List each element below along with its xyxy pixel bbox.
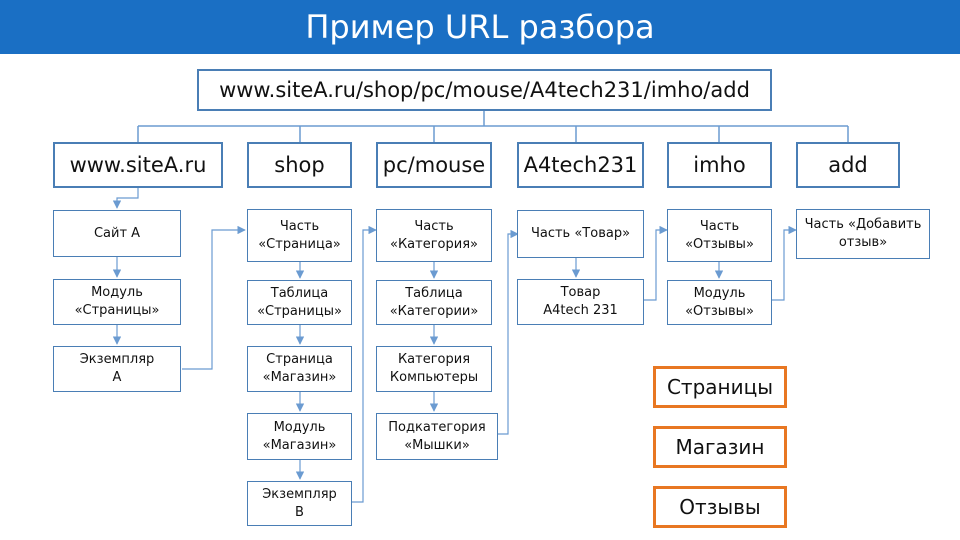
- legend-pages: Страницы: [653, 366, 787, 408]
- cross-col1-to-col2: [182, 225, 246, 370]
- segment-reviews: imho: [667, 142, 772, 188]
- seg1-down-arrow: [112, 188, 139, 209]
- title-bar: Пример URL разбора: [0, 0, 960, 54]
- segment-product: A4tech231: [517, 142, 644, 188]
- segment-shop: shop: [247, 142, 352, 188]
- node-subcategory-mice: Подкатегория «Мышки»: [376, 413, 498, 460]
- segment-domain: www.siteA.ru: [53, 142, 223, 188]
- cross-col2-to-col3: [352, 225, 377, 503]
- page-title: Пример URL разбора: [305, 8, 655, 46]
- node-module-pages: Модуль «Страницы»: [53, 279, 181, 325]
- node-part-product: Часть «Товар»: [517, 210, 644, 258]
- cross-col5-to-col6: [772, 225, 797, 301]
- segment-category: pc/mouse: [376, 142, 492, 188]
- cross-col3-to-col4: [498, 229, 519, 435]
- segment-add: add: [796, 142, 900, 188]
- node-part-page: Часть «Страница»: [247, 209, 352, 262]
- legend-shop: Магазин: [653, 426, 787, 468]
- node-module-shop: Модуль «Магазин»: [247, 413, 352, 460]
- node-product-a4tech: Товар A4tech 231: [517, 279, 644, 325]
- node-part-reviews: Часть «Отзывы»: [667, 209, 772, 262]
- node-instance-b: Экземпляр В: [247, 481, 352, 526]
- node-part-category: Часть «Категория»: [376, 209, 492, 262]
- node-page-shop: Страница «Магазин»: [247, 346, 352, 392]
- node-instance-a: Экземпляр А: [53, 346, 181, 392]
- legend-reviews: Отзывы: [653, 486, 787, 528]
- node-table-pages: Таблица «Страницы»: [247, 280, 352, 325]
- url-box: www.siteA.ru/shop/pc/mouse/A4tech231/imh…: [197, 69, 772, 111]
- node-category-computers: Категория Компьютеры: [376, 346, 492, 392]
- node-part-add-review: Часть «Добавить отзыв»: [796, 209, 930, 259]
- node-site-a: Сайт А: [53, 210, 181, 257]
- cross-col4-to-col5: [644, 225, 668, 301]
- node-module-reviews: Модуль «Отзывы»: [667, 280, 772, 325]
- node-table-categories: Таблица «Категории»: [376, 280, 492, 325]
